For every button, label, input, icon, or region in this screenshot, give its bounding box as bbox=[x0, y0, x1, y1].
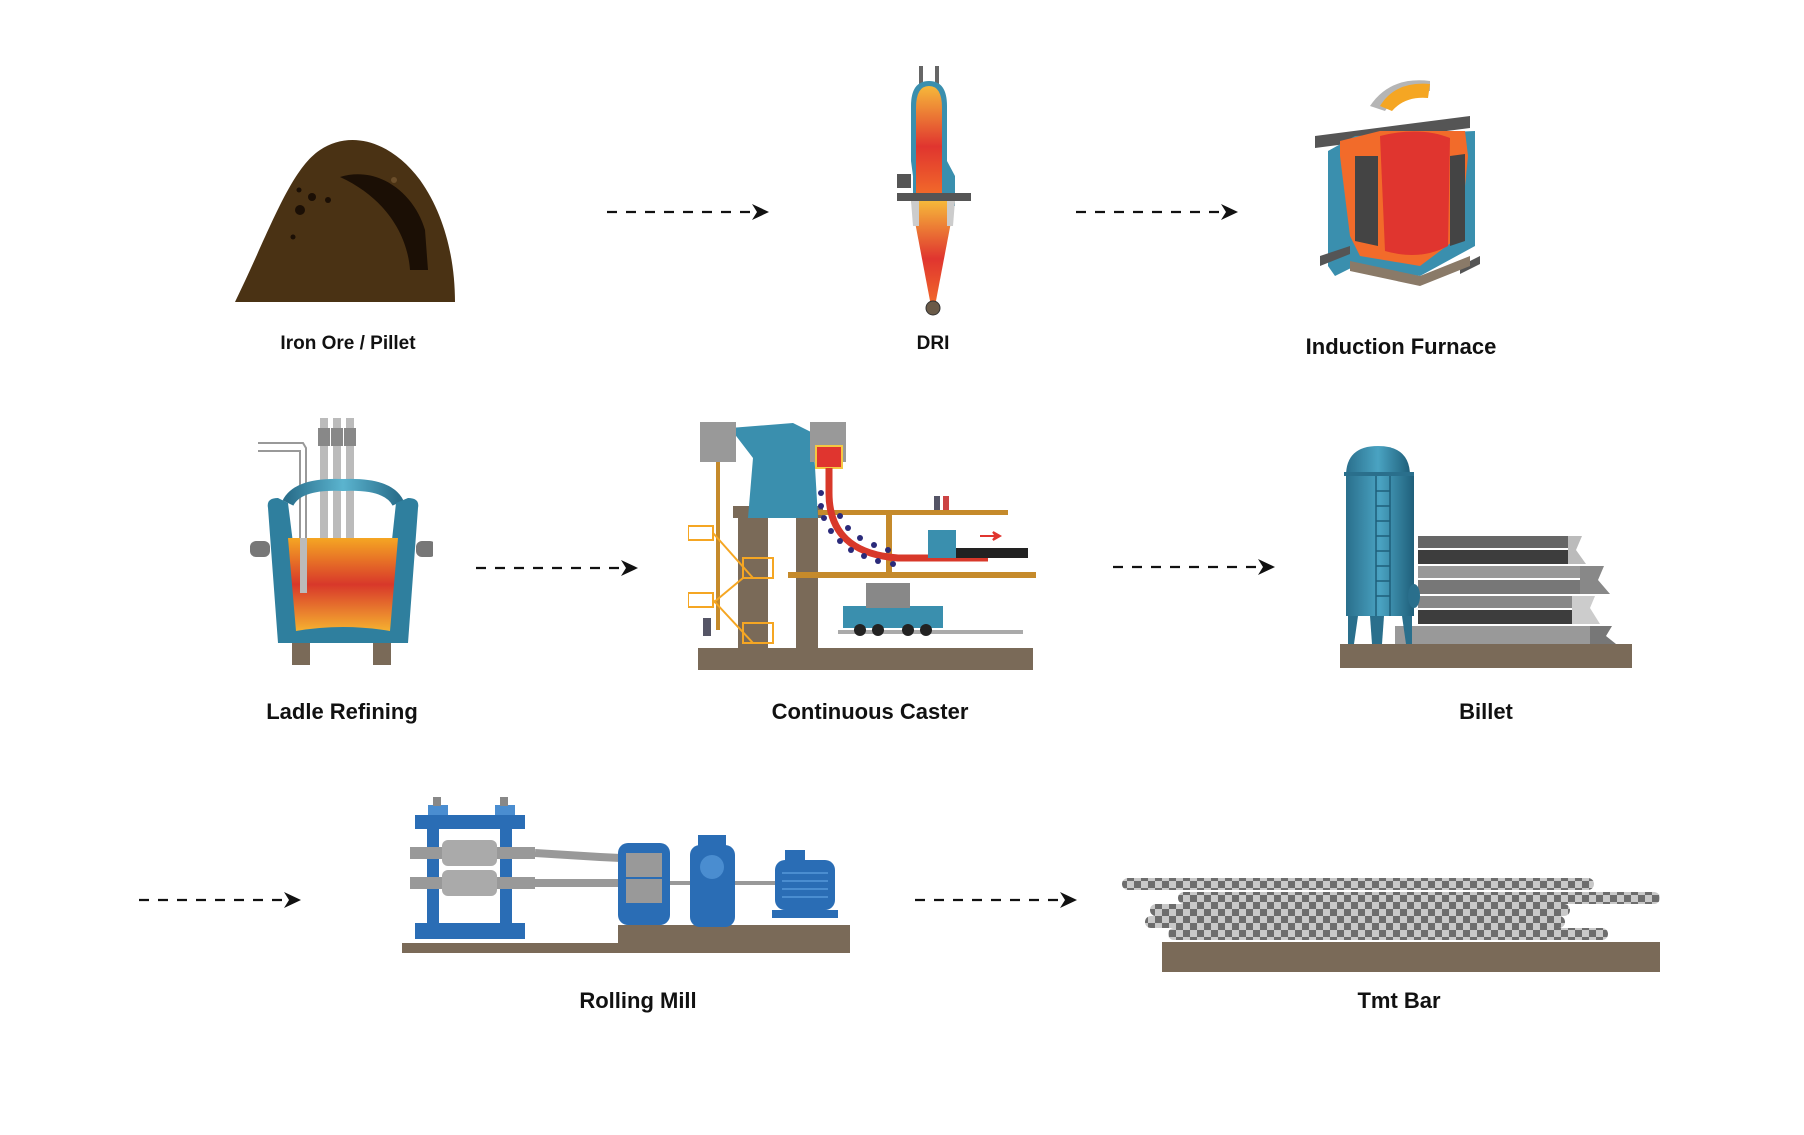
induction-furnace-icon bbox=[1315, 80, 1480, 286]
stage-label-induction-furnace: Induction Furnace bbox=[1305, 334, 1497, 359]
rolling-mill-icon bbox=[402, 797, 850, 953]
stage-tmt-bar bbox=[1120, 874, 1665, 972]
stage-rolling-mill bbox=[400, 795, 855, 955]
stage-continuous-caster bbox=[688, 418, 1038, 670]
stage-induction-furnace bbox=[1310, 76, 1485, 311]
stage-dri bbox=[893, 66, 975, 319]
billet-stack-icon bbox=[1340, 446, 1632, 668]
flow-arrow-ore-to-dri bbox=[607, 204, 769, 220]
ore-pile-icon bbox=[235, 140, 455, 302]
flow-arrow-mill-to-tmt bbox=[915, 892, 1077, 908]
tmt-bar-stack-icon bbox=[1122, 878, 1660, 972]
flow-arrow-ladle-to-caster bbox=[476, 560, 638, 576]
dri-shaft-furnace-icon bbox=[897, 66, 971, 316]
stage-label-dri: DRI bbox=[916, 333, 950, 354]
flow-arrow-dri-to-furnace bbox=[1076, 204, 1238, 220]
stage-label-ladle-refining: Ladle Refining bbox=[266, 699, 418, 724]
stage-label-billet: Billet bbox=[1459, 699, 1513, 724]
flow-arrow-billet-to-mill bbox=[139, 892, 301, 908]
stage-label-iron-ore: Iron Ore / Pillet bbox=[280, 333, 416, 354]
stage-billet bbox=[1340, 446, 1635, 668]
stage-label-rolling-mill: Rolling Mill bbox=[579, 988, 697, 1013]
stage-label-continuous-caster: Continuous Caster bbox=[771, 699, 969, 724]
continuous-caster-icon bbox=[688, 422, 1036, 670]
stage-ladle-refining bbox=[248, 413, 433, 673]
stage-label-tmt-bar: Tmt Bar bbox=[1357, 988, 1441, 1013]
ladle-refining-icon bbox=[250, 418, 433, 665]
flow-arrow-caster-to-billet bbox=[1113, 559, 1275, 575]
stage-iron-ore bbox=[230, 130, 460, 305]
